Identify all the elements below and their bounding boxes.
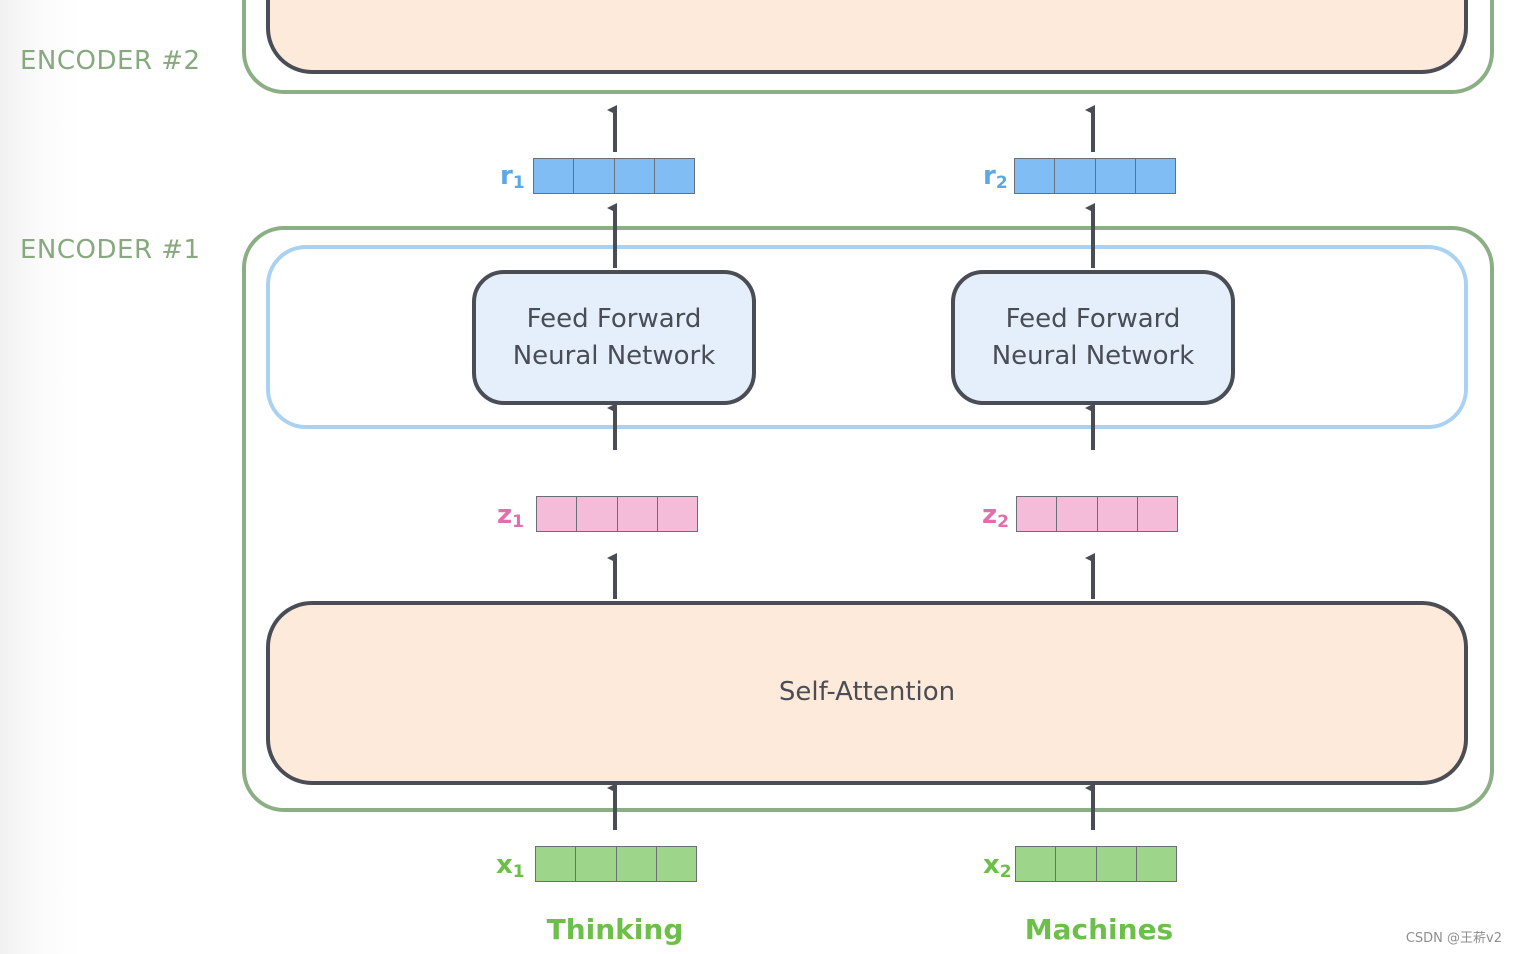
input-word-thinking: Thinking [546,913,684,946]
vector-cell [614,159,655,193]
vector-x2 [1015,846,1177,882]
vector-z1 [536,496,698,532]
vector-cell [616,847,657,881]
vector-index: 1 [512,862,525,882]
vector-cell [1017,497,1058,531]
vector-label-z1: z1 [497,500,524,532]
vector-label-r2: r2 [983,161,1008,193]
encoder-2-frame [242,0,1494,94]
vector-index: 2 [999,862,1012,882]
vector-cell [1097,497,1138,531]
vector-label-z2: z2 [982,500,1009,532]
vector-index: 2 [995,173,1008,193]
vector-cell [577,497,618,531]
ffn-line-2: Neural Network [991,340,1195,371]
vector-cell [1015,159,1056,193]
ffn-line-1: Feed Forward [526,303,702,334]
vector-cell [1095,159,1136,193]
vector-cell [617,497,658,531]
vector-cell [1056,847,1097,881]
vector-cell [536,847,577,881]
vector-cell [1136,847,1176,881]
self-attention-box: Self-Attention [266,601,1468,785]
vector-cell [657,497,697,531]
encoder-2-label: ENCODER #2 [20,46,201,76]
vector-cell [656,847,696,881]
vector-cell [1137,497,1177,531]
vector-cell [1055,159,1096,193]
vector-name: x [496,850,513,880]
vector-cell [1016,847,1057,881]
vector-r1 [533,158,695,194]
vector-name: r [500,161,513,191]
self-attention-label: Self-Attention [778,677,956,707]
vector-label-r1: r1 [500,161,525,193]
vector-cell [1096,847,1137,881]
encoder-1-label: ENCODER #1 [20,235,201,265]
vector-z2 [1016,496,1178,532]
encoder-1-frame [242,226,1494,812]
vector-cell [576,847,617,881]
vector-cell [1057,497,1098,531]
watermark: CSDN @王菥v2 [1405,931,1502,946]
vector-label-x1: x1 [496,850,525,882]
feed-forward-box-2: Feed Forward Neural Network [951,270,1235,405]
vector-cell [654,159,694,193]
vector-name: z [497,500,513,530]
vector-cell [534,159,575,193]
vector-name: r [983,161,996,191]
ffn-line-1: Feed Forward [1005,303,1181,334]
vector-index: 1 [512,173,525,193]
vector-index: 1 [512,512,524,532]
vector-index: 2 [997,512,1009,532]
ffn-line-2: Neural Network [512,340,716,371]
feed-forward-region [266,245,1468,429]
vector-name: z [982,500,998,530]
vector-name: x [983,850,1000,880]
vector-x1 [535,846,697,882]
input-word-machines: Machines [1024,913,1174,946]
vector-cell [1135,159,1175,193]
encoder-2-self-attention-box [266,0,1468,74]
vector-label-x2: x2 [983,850,1012,882]
vector-cell [537,497,578,531]
vector-r2 [1014,158,1176,194]
vector-cell [574,159,615,193]
